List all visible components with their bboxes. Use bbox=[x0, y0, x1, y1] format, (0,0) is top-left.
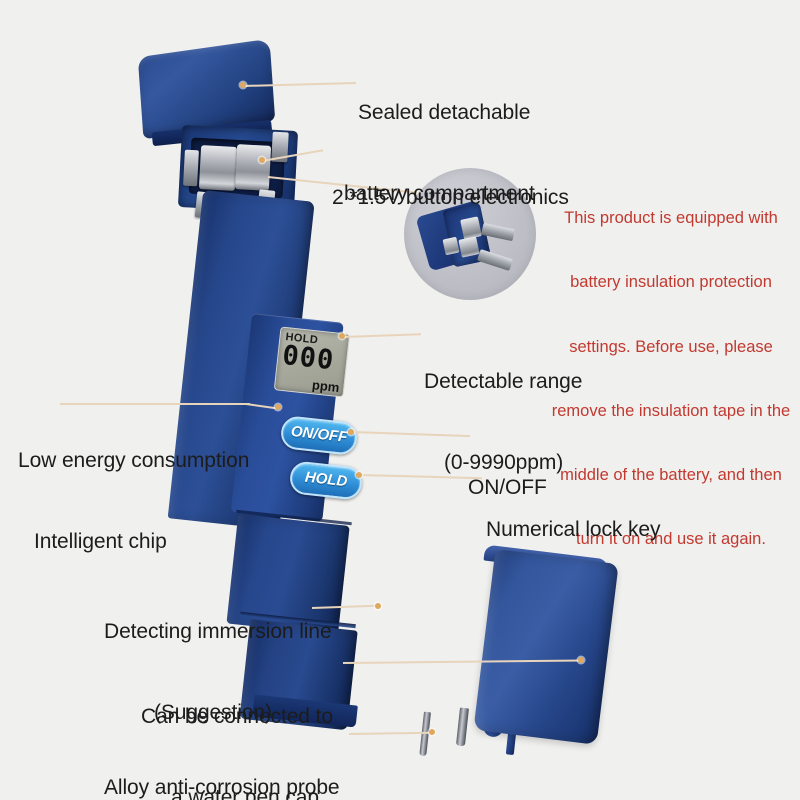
annotation-immersion-line-line2: (Suggestion) bbox=[154, 701, 272, 725]
callout-dot-pen-cap bbox=[578, 657, 584, 663]
annotation-on-off: ON/OFF bbox=[468, 419, 547, 555]
battery-contact bbox=[194, 191, 214, 219]
warning-line1: This product is equipped with bbox=[564, 208, 778, 227]
probe-guard bbox=[505, 696, 520, 756]
annotation-button-cells: 2 *1.5V button electronics bbox=[332, 129, 569, 265]
battery-compartment-housing bbox=[177, 125, 299, 213]
warning-text: This product is equipped with battery in… bbox=[546, 165, 796, 594]
annotation-pen-cap: Can be connected to a water pen cap bbox=[141, 648, 333, 800]
callout-dot-on-off bbox=[348, 429, 354, 435]
battery-cap-flap-edge bbox=[151, 119, 273, 147]
probe-sensor-tip bbox=[482, 701, 506, 738]
battery-contact bbox=[183, 149, 199, 187]
callout-dot-probe bbox=[429, 729, 435, 735]
leader-line-detectable-range bbox=[342, 333, 421, 338]
lcd-unit: ppm bbox=[311, 377, 341, 396]
annotation-low-energy-line2: Intelligent chip bbox=[34, 530, 167, 554]
annotation-numerical-lock: Numerical lock key bbox=[486, 461, 661, 597]
callout-dot-low-energy bbox=[275, 404, 281, 410]
leader-line-button-cells bbox=[261, 149, 324, 162]
lcd-reading: 000 bbox=[280, 339, 336, 377]
leader-line-battery-compartment bbox=[242, 82, 356, 87]
button-cell bbox=[234, 144, 272, 191]
hold-button[interactable]: HOLD bbox=[288, 460, 364, 501]
callout-dot-numerical-lock bbox=[356, 472, 362, 478]
warning-line4: remove the insulation tape in the bbox=[551, 401, 791, 420]
annotation-battery-compartment-line1: Sealed detachable bbox=[358, 100, 531, 124]
annotation-detectable-range-line1: Detectable range bbox=[424, 369, 583, 393]
annotation-low-energy-line1: Low energy consumption bbox=[18, 448, 250, 472]
button-cell bbox=[198, 145, 238, 191]
warning-line2: battery insulation protection bbox=[570, 273, 772, 292]
annotation-battery-compartment: Sealed detachable battery compartment bbox=[344, 44, 535, 262]
annotation-low-energy: Low energy consumption Intelligent chip bbox=[18, 392, 249, 610]
annotation-probe-line1: Alloy anti-corrosion probe bbox=[104, 775, 340, 799]
annotation-detectable-range: Detectable range (0-9990ppm) bbox=[424, 313, 582, 531]
battery-contact bbox=[256, 189, 276, 219]
annotation-probe: Alloy anti-corrosion probe bbox=[104, 719, 340, 800]
annotation-numerical-lock-line1: Numerical lock key bbox=[486, 517, 661, 541]
body-seam-upper bbox=[236, 509, 352, 526]
leader-line-low-energy bbox=[245, 403, 278, 409]
callout-dot-button-cells bbox=[259, 157, 265, 163]
callout-dot-immersion bbox=[375, 603, 381, 609]
callout-dot-detectable-range bbox=[339, 333, 345, 339]
probe-pin bbox=[455, 707, 469, 747]
warning-line6: turn it on and use it again. bbox=[576, 530, 766, 549]
annotation-battery-compartment-line2: battery compartment bbox=[344, 182, 535, 206]
annotation-immersion-line-line1: Detecting immersion line bbox=[104, 619, 332, 643]
leader-line-low-energy-ext bbox=[60, 403, 250, 405]
lcd-hold-indicator: HOLD bbox=[284, 331, 319, 347]
annotation-on-off-line1: ON/OFF bbox=[468, 475, 547, 499]
leader-line-probe bbox=[348, 731, 436, 735]
power-button[interactable]: ON/OFF bbox=[279, 414, 359, 457]
annotation-button-cells-line1: 2 *1.5V button electronics bbox=[332, 185, 569, 209]
annotation-pen-cap-line2: a water pen cap bbox=[171, 786, 319, 800]
annotation-detectable-range-line2: (0-9990ppm) bbox=[444, 451, 564, 475]
callout-dot-battery-compartment bbox=[240, 82, 246, 88]
annotation-immersion-line: Detecting immersion line (Suggestion) bbox=[104, 563, 332, 781]
annotation-pen-cap-line1: Can be connected to bbox=[141, 704, 333, 728]
battery-well bbox=[188, 137, 286, 199]
warning-line3: settings. Before use, please bbox=[569, 337, 773, 356]
warning-line5: middle of the battery, and then bbox=[560, 466, 782, 485]
leader-line-pen-cap bbox=[342, 659, 583, 664]
battery-cap-flap bbox=[137, 38, 276, 140]
